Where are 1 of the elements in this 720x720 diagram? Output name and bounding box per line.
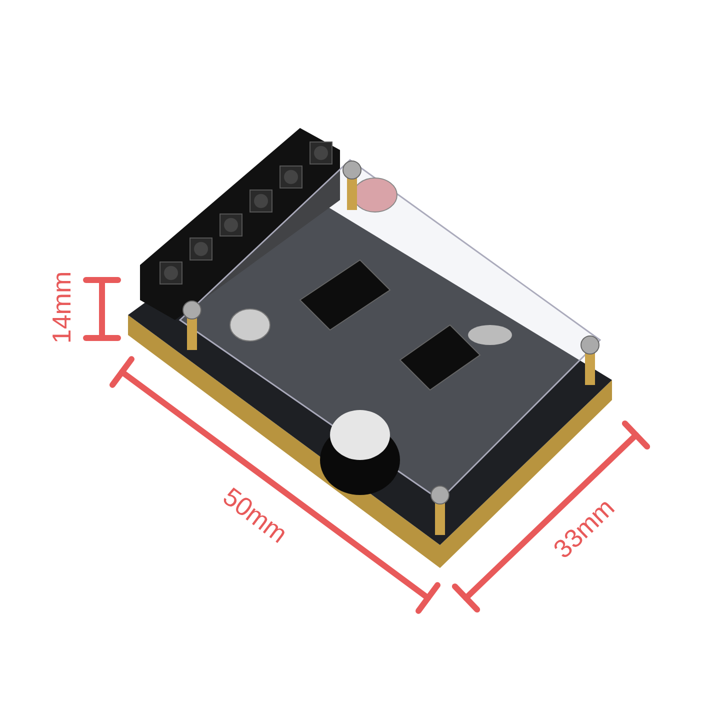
dimension-label: 14mm [46, 270, 78, 344]
